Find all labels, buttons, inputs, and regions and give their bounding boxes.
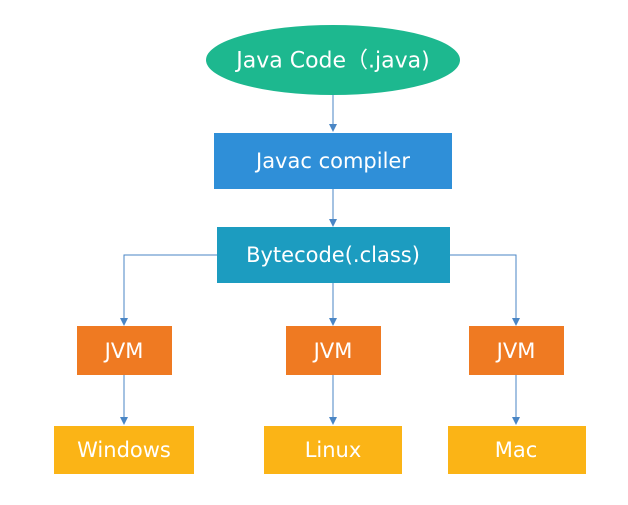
mac-label: Mac	[495, 438, 538, 462]
jvm-center-box	[286, 326, 381, 375]
node-javac-compiler: Javac compiler	[214, 133, 452, 189]
mac-box	[448, 426, 586, 474]
bytecode-label: Bytecode(.class)	[246, 243, 420, 267]
node-bytecode: Bytecode(.class)	[217, 227, 450, 283]
java-code-ellipse	[206, 25, 460, 95]
jvm-left-label: JVM	[103, 339, 144, 363]
jvm-right-box	[469, 326, 564, 375]
jvm-center-label: JVM	[312, 339, 353, 363]
javac-compiler-label: Javac compiler	[254, 149, 410, 173]
node-windows: Windows	[54, 426, 194, 474]
node-mac: Mac	[448, 426, 586, 474]
jvm-left-box	[77, 326, 172, 375]
javac-compiler-box	[214, 133, 452, 189]
node-jvm-right: JVM	[469, 326, 564, 375]
arrow-bytecode-to-jvm-right	[450, 254, 520, 326]
arrow-bytecode-to-jvm-left	[120, 254, 217, 326]
windows-label: Windows	[77, 438, 171, 462]
jvm-right-label: JVM	[495, 339, 536, 363]
bytecode-box	[217, 227, 450, 283]
node-linux: Linux	[264, 426, 402, 474]
windows-box	[54, 426, 194, 474]
node-jvm-left: JVM	[77, 326, 172, 375]
node-java-code: Java Code（.java)	[206, 25, 460, 95]
linux-box	[264, 426, 402, 474]
java-code-label: Java Code（.java)	[234, 49, 429, 74]
node-jvm-center: JVM	[286, 326, 381, 375]
connectors	[120, 95, 520, 425]
linux-label: Linux	[305, 438, 362, 462]
